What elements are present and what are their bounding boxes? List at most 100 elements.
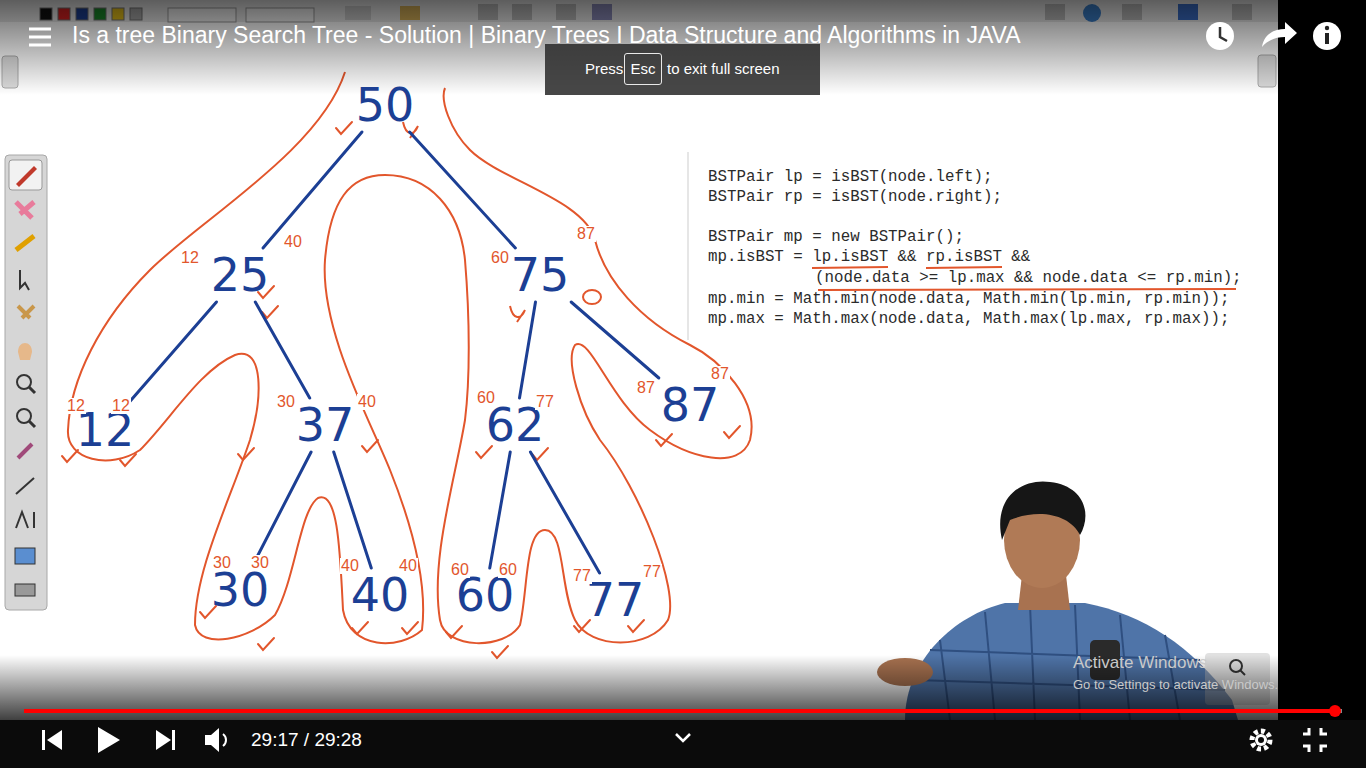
check-mark bbox=[402, 622, 418, 634]
tree-node: 37 bbox=[290, 400, 361, 450]
player-control bbox=[205, 728, 219, 752]
side-toolbar bbox=[20, 270, 29, 290]
node-value: 77 bbox=[586, 577, 645, 623]
node-value: 40 bbox=[351, 572, 410, 618]
whiteboard bbox=[0, 0, 1278, 720]
side-toolbar bbox=[16, 478, 34, 494]
side-toolbar bbox=[9, 160, 42, 190]
player-control bbox=[42, 727, 1327, 753]
min-max-value: 40 bbox=[340, 558, 360, 575]
min-max-value: 77 bbox=[572, 568, 592, 585]
min-max-value: 30 bbox=[250, 555, 270, 572]
player-control bbox=[156, 730, 171, 750]
code-underline bbox=[812, 267, 888, 268]
check-mark bbox=[362, 440, 378, 452]
min-max-value: 87 bbox=[636, 380, 656, 397]
progress-bar bbox=[24, 705, 1342, 717]
check-mark bbox=[238, 448, 254, 460]
node-value: 25 bbox=[211, 252, 270, 298]
tree-edge bbox=[530, 452, 599, 573]
check-mark bbox=[336, 122, 352, 134]
side-toolbar bbox=[29, 387, 35, 393]
side-toolbar bbox=[18, 444, 32, 458]
tree-edge bbox=[263, 132, 362, 248]
player-control bbox=[1252, 731, 1270, 749]
code-underline bbox=[818, 289, 1236, 290]
player-icon bbox=[1262, 22, 1297, 47]
code-line: BSTPair lp = isBST(node.left); bbox=[708, 168, 992, 186]
code-line: BSTPair rp = isBST(node.right); bbox=[708, 188, 1002, 206]
min-max-value: 60 bbox=[476, 390, 496, 407]
progress-bar bbox=[24, 709, 1335, 713]
tree-edge bbox=[410, 132, 516, 248]
min-max-value: 40 bbox=[398, 558, 418, 575]
player-icon bbox=[29, 22, 1341, 50]
min-max-value: 60 bbox=[490, 250, 510, 267]
presenter bbox=[1000, 481, 1085, 540]
fullscreen-hint bbox=[545, 44, 820, 95]
false-mark bbox=[583, 290, 601, 304]
min-max-value: 87 bbox=[710, 366, 730, 383]
check-mark bbox=[724, 426, 740, 438]
tree-node: 87 bbox=[655, 380, 726, 430]
recursion-outline bbox=[68, 72, 752, 643]
min-max-value: 12 bbox=[180, 250, 200, 267]
check-mark bbox=[258, 638, 274, 650]
min-max-value: 60 bbox=[498, 562, 518, 579]
tree-edge bbox=[571, 302, 659, 378]
watermark: Go to Settings to activate Windows. bbox=[1073, 677, 1278, 693]
player-icon bbox=[29, 29, 51, 45]
player-control bbox=[223, 734, 226, 746]
side-toolbar bbox=[17, 409, 31, 423]
tree-edge bbox=[129, 302, 217, 403]
player-icon bbox=[1325, 26, 1329, 30]
tree-edge bbox=[519, 302, 535, 398]
side-toolbar bbox=[17, 375, 31, 389]
player-control bbox=[1255, 734, 1267, 746]
node-value: 30 bbox=[211, 567, 270, 613]
progress-bar bbox=[24, 709, 1342, 713]
top-shade bbox=[0, 0, 1366, 95]
player-icon bbox=[1313, 22, 1341, 50]
code-underline bbox=[926, 267, 1002, 268]
node-value: 50 bbox=[356, 82, 415, 128]
player-icon bbox=[1220, 27, 1227, 41]
false-mark bbox=[510, 306, 525, 322]
player-control bbox=[47, 730, 62, 750]
side-toolbar bbox=[29, 421, 35, 427]
side-toolbar bbox=[15, 548, 35, 564]
progress-bar bbox=[1329, 705, 1341, 717]
code-line: (node.data >= lp.max && node.data <= rp.… bbox=[815, 269, 1242, 287]
watermark: Activate Windows bbox=[1073, 653, 1207, 673]
false-mark bbox=[403, 122, 601, 322]
tree-edge bbox=[334, 452, 372, 568]
code-line: BSTPair mp = new BSTPair(); bbox=[708, 228, 964, 246]
tree-node: 40 bbox=[345, 570, 416, 620]
node-value: 75 bbox=[511, 252, 570, 298]
player-control bbox=[1303, 728, 1327, 752]
check-mark bbox=[120, 454, 136, 466]
player-control bbox=[42, 730, 45, 750]
tree-node: 25 bbox=[205, 250, 276, 300]
player-control bbox=[676, 734, 690, 741]
check-mark bbox=[656, 434, 672, 446]
hint-text: Press bbox=[585, 60, 623, 78]
tree-edge bbox=[255, 302, 309, 398]
video-title: Is a tree Binary Search Tree - Solution … bbox=[72, 23, 1021, 48]
min-max-value: 12 bbox=[66, 398, 86, 415]
side-toolbar bbox=[16, 202, 34, 218]
side-toolbar bbox=[16, 512, 34, 528]
min-max-value: 77 bbox=[535, 394, 555, 411]
min-max-value: 77 bbox=[642, 564, 662, 581]
side-toolbar bbox=[5, 155, 47, 610]
code-line: mp.isBST = lp.isBST && rp.isBST && bbox=[708, 248, 1030, 266]
node-value: 60 bbox=[456, 572, 515, 618]
tree-edge bbox=[490, 452, 510, 568]
side-toolbar bbox=[2, 55, 1276, 610]
check-mark bbox=[446, 626, 462, 638]
player-icon bbox=[1206, 22, 1234, 50]
tree-node: 30 bbox=[205, 565, 276, 615]
code-line: mp.max = Math.max(node.data, Math.max(lp… bbox=[708, 310, 1229, 328]
min-max-value: 30 bbox=[276, 394, 296, 411]
